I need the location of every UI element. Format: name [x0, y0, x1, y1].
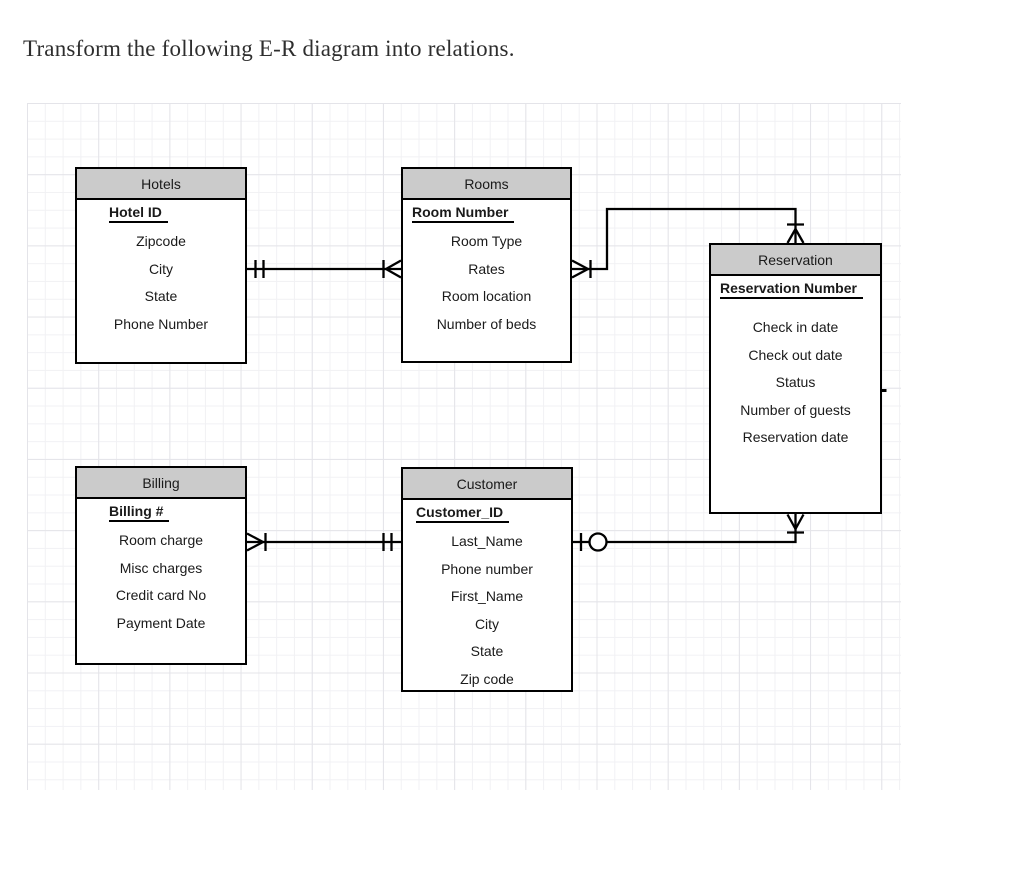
primary-key-row: Reservation Number	[711, 276, 880, 304]
entity-reservation-title: Reservation	[758, 251, 833, 268]
attribute-spacer	[711, 304, 880, 314]
primary-key-row: Hotel ID	[77, 200, 245, 228]
attribute-row: Zipcode	[136, 233, 186, 250]
attribute-row: Check in date	[752, 319, 839, 336]
attribute-row: Payment Date	[116, 614, 206, 631]
attribute-row: Check out date	[748, 346, 843, 363]
entity-customer-title: Customer	[456, 475, 518, 492]
attribute-row: Zip code	[460, 670, 514, 687]
entity-rooms-header: Rooms	[403, 169, 570, 200]
attribute-row: Room charge	[118, 532, 204, 549]
attribute-row: Last_Name	[451, 533, 523, 550]
attribute-row: Phone Number	[113, 315, 209, 332]
entity-billing-title: Billing	[142, 474, 180, 491]
entity-rooms-title: Rooms	[464, 175, 509, 192]
entity-hotels-title: Hotels	[141, 175, 181, 192]
page-title: Transform the following E-R diagram into…	[23, 36, 515, 61]
attribute-row: State	[144, 288, 178, 305]
entity-reservation: Reservation Reservation Number Check in …	[709, 243, 882, 514]
primary-key-row: Customer_ID	[403, 500, 571, 528]
entity-reservation-header: Reservation	[711, 245, 880, 276]
entity-hotels-header: Hotels	[77, 169, 245, 200]
attribute-row: Credit card No	[115, 587, 207, 604]
attribute-row: Status	[775, 374, 816, 391]
entity-billing-header: Billing	[77, 468, 245, 499]
attribute-row: Phone number	[441, 560, 533, 577]
attribute-row: Reservation date	[742, 429, 849, 446]
attribute-row: City	[474, 615, 500, 632]
attribute-row: City	[148, 260, 174, 277]
attribute-row: Number of beds	[436, 315, 537, 332]
attribute-row: Misc charges	[119, 559, 203, 576]
attribute-row: First_Name	[450, 588, 524, 605]
primary-key-row: Billing #	[77, 499, 245, 527]
primary-key-row: Room Number	[403, 200, 570, 228]
attribute-row: Room location	[441, 288, 532, 305]
entity-customer-header: Customer	[403, 469, 571, 500]
attribute-row: Rates	[468, 260, 505, 277]
attribute-row: State	[470, 643, 504, 660]
attribute-row: Number of guests	[740, 401, 851, 418]
attribute-row: Room Type	[450, 233, 523, 250]
